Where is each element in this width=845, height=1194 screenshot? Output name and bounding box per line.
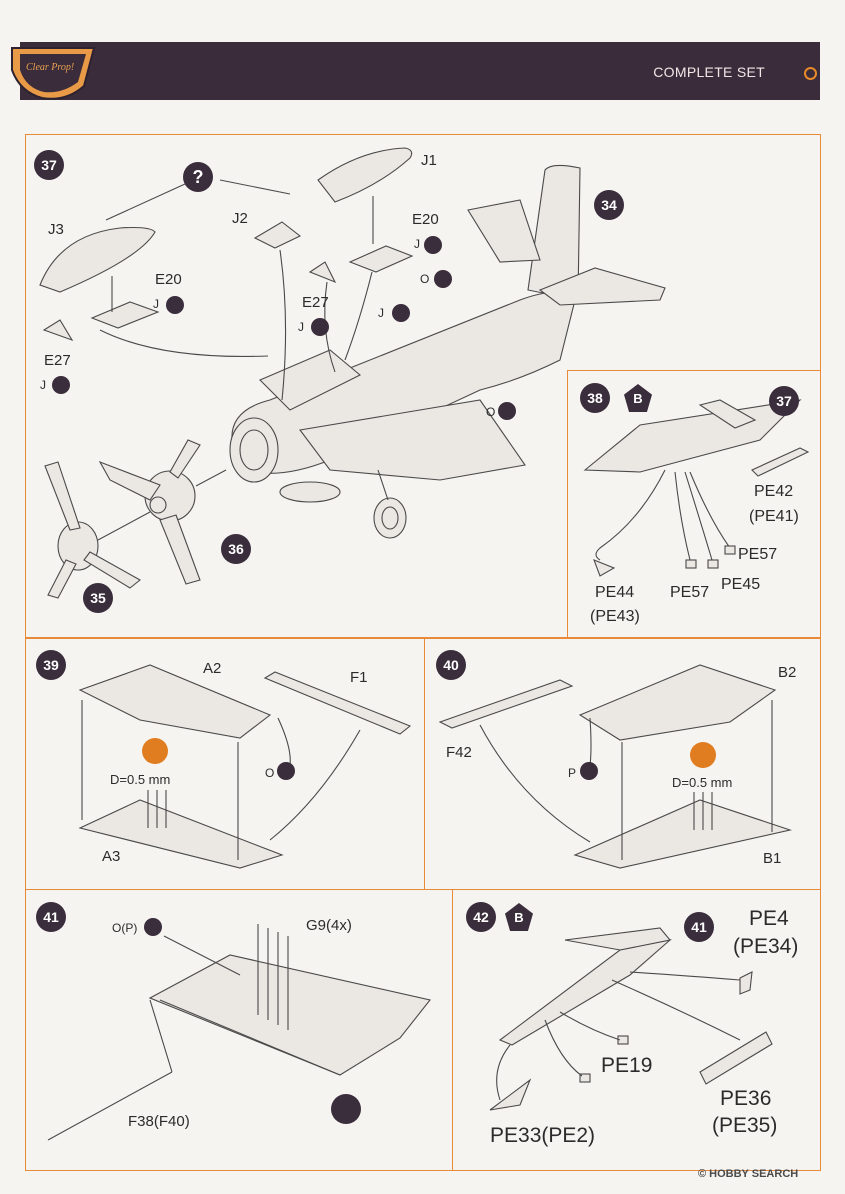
part-label-j2: J2 (232, 210, 248, 227)
glue-label-j: J (298, 320, 304, 334)
glue-icon (166, 296, 184, 314)
part-label-e20: E20 (155, 271, 182, 288)
glue-label-j: J (153, 297, 159, 311)
page-title: COMPLETE SET (653, 64, 765, 80)
part-label-pe44: PE44 (595, 584, 635, 601)
panel-42-frame (452, 889, 821, 1171)
part-label-e20: E20 (412, 211, 439, 228)
part-label-pe4: PE4 (749, 907, 789, 930)
glue-icon (392, 304, 410, 322)
part-label-pe35: (PE35) (712, 1114, 778, 1137)
logo-text: Clear Prop! (26, 62, 74, 73)
glue-icon (277, 762, 295, 780)
step-42-badge: 42 (466, 902, 496, 932)
part-label-b1: B1 (763, 850, 782, 867)
ref-35-badge: 35 (83, 583, 113, 613)
part-label-pe34: (PE34) (733, 935, 799, 958)
glue-icon (52, 376, 70, 394)
step-41-badge: 41 (36, 902, 66, 932)
part-label-a2: A2 (203, 660, 222, 677)
drill-icon (142, 738, 168, 764)
header-bar (20, 42, 820, 100)
part-label-pe41: (PE41) (749, 508, 799, 525)
part-label-pe19: PE19 (601, 1054, 653, 1077)
wing-assembly-drawing (47, 924, 431, 1141)
glue-label-p: P (568, 766, 577, 780)
wingtip-detail-drawing (489, 927, 773, 1111)
part-label-f38: F38(F40) (128, 1113, 190, 1130)
glue-icon (424, 236, 442, 254)
part-label-b2: B2 (778, 664, 797, 681)
part-label-f1: F1 (350, 669, 368, 686)
right-wing-drawing (438, 664, 793, 869)
glue-icon (580, 762, 598, 780)
glue-label-o: O (265, 766, 275, 780)
part-label-pe45: PE45 (721, 576, 761, 593)
part-label-pe57: PE57 (738, 546, 778, 563)
glue-label-j: J (378, 306, 384, 320)
glue-label-op: O(P) (112, 921, 138, 935)
part-label-j1: J1 (421, 152, 437, 169)
glue-icon (498, 402, 516, 420)
watermark-mark: © (698, 1168, 707, 1180)
glue-label-j: J (40, 378, 46, 392)
step-38-badge: 38 (580, 383, 610, 413)
part-label-a3: A3 (102, 848, 121, 865)
wing-gun-drawing (583, 399, 810, 577)
watermark-text: HOBBY SEARCH (709, 1168, 799, 1180)
part-label-pe36: PE36 (720, 1087, 772, 1110)
watermark: © HOBBY SEARCH (698, 1168, 798, 1180)
part-label-j3: J3 (48, 221, 64, 238)
glue-label-j: J (414, 237, 420, 251)
ref-41-badge: 41 (684, 912, 714, 942)
step-37-badge: 37 (34, 150, 64, 180)
glue-label-o: O (486, 405, 496, 419)
ref-36-badge: 36 (221, 534, 251, 564)
brand-logo: Clear Prop! (11, 47, 96, 100)
part-label-g9: G9(4x) (306, 917, 352, 934)
step-40-badge: 40 (436, 650, 466, 680)
glue-icon (311, 318, 329, 336)
part-label-pe33: PE33(PE2) (490, 1124, 596, 1147)
part-label-pe43: (PE43) (590, 608, 640, 625)
aircraft-drawing (39, 147, 666, 599)
drill-diameter-note: D=0.5 mm (110, 772, 171, 787)
glue-icon (434, 270, 452, 288)
part-label-f42: F42 (446, 744, 472, 761)
part-label-pe57: PE57 (670, 584, 710, 601)
drill-diameter-note: D=0.5 mm (672, 775, 733, 790)
ref-34-badge: 34 (594, 190, 624, 220)
question-icon: ? (183, 162, 213, 192)
ref-39-badge (331, 1094, 361, 1124)
part-label-pe42: PE42 (754, 483, 794, 500)
glue-icon (144, 918, 162, 936)
part-label-e27: E27 (302, 294, 329, 311)
glue-label-o: O (420, 272, 430, 286)
header-dot-icon (804, 67, 817, 80)
part-label-e27: E27 (44, 352, 71, 369)
ref-37-badge: 37 (769, 386, 799, 416)
left-wing-drawing (78, 664, 412, 869)
drill-icon (690, 742, 716, 768)
step-39-badge: 39 (36, 650, 66, 680)
